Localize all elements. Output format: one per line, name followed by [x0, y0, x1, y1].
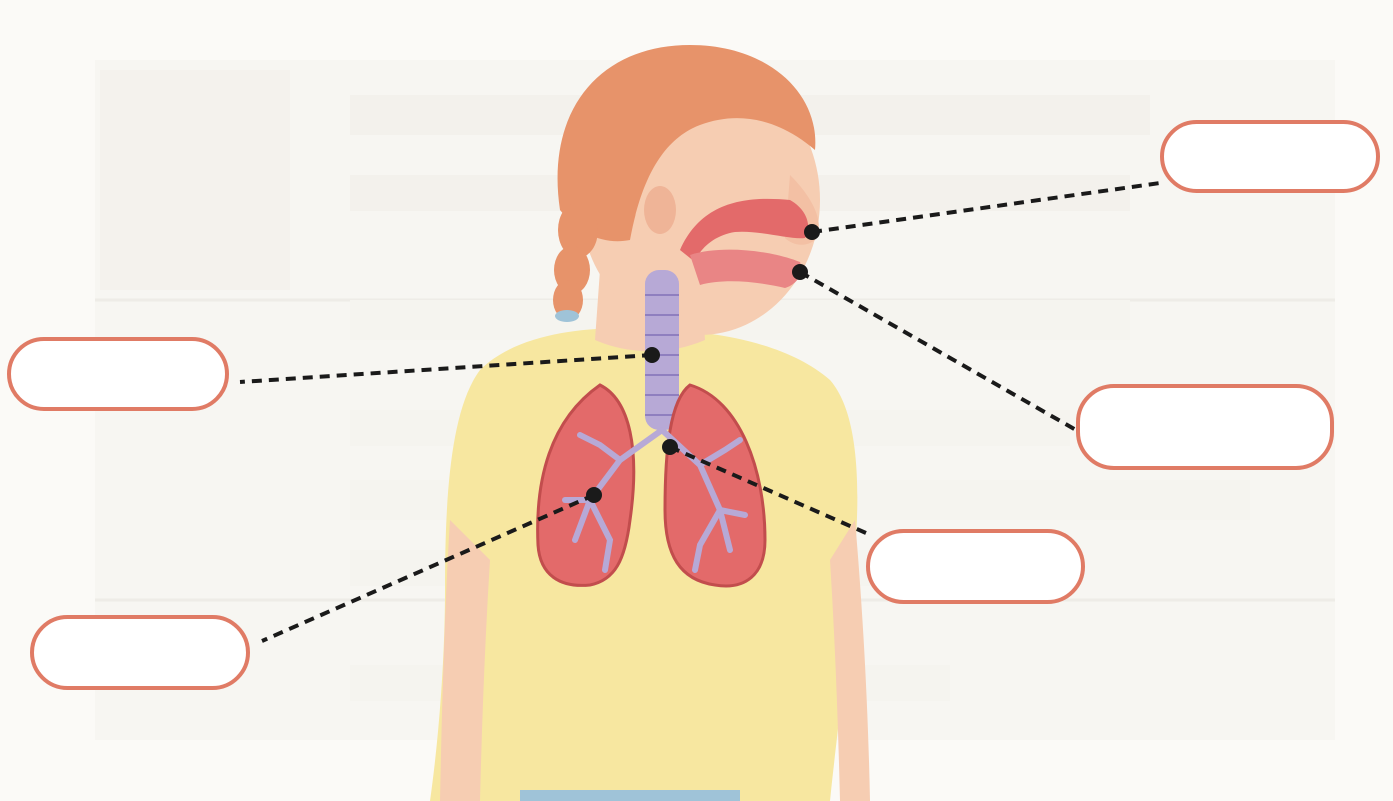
dot-lungs	[586, 487, 602, 503]
dot-nose	[804, 224, 820, 240]
label-box-bronchi[interactable]	[866, 529, 1085, 604]
pants	[520, 790, 740, 801]
label-box-mouth[interactable]	[1076, 384, 1334, 470]
dot-bronchi	[662, 439, 678, 455]
shirt	[430, 328, 857, 801]
hair-tie	[555, 310, 579, 322]
ear	[644, 186, 676, 234]
dot-trachea	[644, 347, 660, 363]
dot-mouth	[792, 264, 808, 280]
label-box-nose[interactable]	[1160, 120, 1380, 193]
label-box-trachea[interactable]	[7, 337, 229, 411]
label-box-lungs[interactable]	[30, 615, 250, 690]
